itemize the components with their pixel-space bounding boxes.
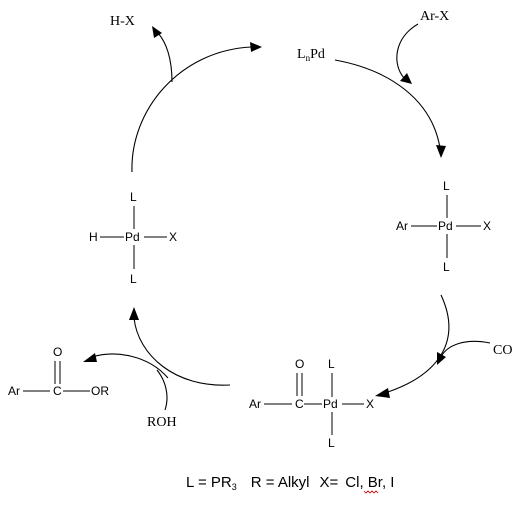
hydride-center-metal: Pd <box>125 230 140 244</box>
hx-label: H-X <box>110 14 135 29</box>
roh-input-arrow <box>156 369 168 411</box>
hydride-right-group: X <box>169 230 177 244</box>
catalyst-subscript: n <box>306 53 311 63</box>
r-definition: R = Alkyl <box>251 474 310 491</box>
x-definition-cl: Cl <box>345 474 359 491</box>
oa-center-metal: Pd <box>438 219 453 233</box>
ester-product: O Ar C OR <box>8 345 109 398</box>
arrowhead-ester <box>83 353 97 362</box>
arx-label: Ar-X <box>420 9 449 24</box>
arrowhead-to-acyl-complex <box>375 388 390 398</box>
acyl-carbon: C <box>295 397 304 411</box>
acyl-center-metal: Pd <box>323 397 338 411</box>
cycle-arc-alcoholysis <box>133 317 231 386</box>
x-definition-prefix: X= <box>320 474 339 491</box>
acyl-oxygen: O <box>295 357 304 371</box>
oxidative-addition-complex: L Ar Pd X L <box>396 179 491 274</box>
spellcheck-underline <box>363 490 379 494</box>
cycle-arc-co-insertion <box>384 294 450 394</box>
hydride-left-group: H <box>89 230 98 244</box>
oa-left-group: Ar <box>396 219 408 233</box>
ester-oxygen: O <box>53 345 62 359</box>
acyl-right-group: X <box>366 397 374 411</box>
oa-right-group: X <box>483 219 491 233</box>
arrowhead-hx <box>152 26 162 38</box>
ester-or-group: OR <box>91 384 109 398</box>
x-definition-rest: , Br, I <box>359 474 394 491</box>
ester-release-arrow <box>91 353 169 379</box>
arrowhead-arx <box>400 73 412 84</box>
oa-bottom-ligand: L <box>443 260 450 274</box>
acyl-palladium-complex: O L Ar C Pd X L <box>249 357 374 450</box>
catalyst-suffix: Pd <box>310 47 325 62</box>
co-label: CO <box>493 343 512 358</box>
hx-release-arrow <box>157 32 173 83</box>
arrowhead-to-hydride-complex <box>129 307 139 320</box>
arrowhead-to-catalyst <box>250 42 262 52</box>
ligand-definition-subscript: 3 <box>232 482 237 492</box>
ester-aryl: Ar <box>8 384 20 398</box>
ester-carbon: C <box>53 384 62 398</box>
co-input-arrow <box>440 340 491 358</box>
definitions-legend: L = PR3 R = Alkyl X= Cl, Br, I <box>186 474 394 492</box>
arrowhead-to-oa-complex <box>436 145 446 158</box>
arrowhead-co <box>437 352 446 365</box>
catalyst-label: LnPd <box>297 47 325 63</box>
catalyst-prefix: L <box>297 47 306 62</box>
ligand-definition: L = PR <box>186 474 232 491</box>
hydride-bottom-ligand: L <box>130 272 137 286</box>
cycle-arc-oxidative-addition <box>334 59 441 149</box>
cycle-arc-reductive-elimination <box>131 46 253 173</box>
hydride-top-ligand: L <box>130 190 137 204</box>
oa-top-ligand: L <box>443 179 450 193</box>
hydride-complex: L H Pd X L <box>89 190 177 286</box>
acyl-bottom-ligand: L <box>328 436 335 450</box>
arx-input-arrow <box>396 23 419 79</box>
acyl-aryl: Ar <box>249 397 261 411</box>
acyl-top-ligand: L <box>328 357 335 371</box>
roh-label: ROH <box>147 415 177 430</box>
